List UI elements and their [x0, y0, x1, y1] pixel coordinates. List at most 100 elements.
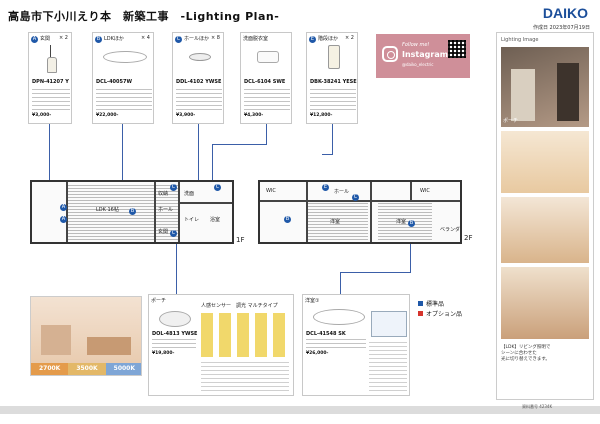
room-western-2: 洋室	[396, 219, 407, 225]
fixture-location: 階段ほか	[318, 36, 339, 42]
connector-line	[198, 124, 199, 184]
color-temp-5000k: 5000K	[105, 363, 141, 375]
spec-lines	[369, 341, 407, 391]
porch-light-icon	[159, 311, 191, 327]
fixture-letter: E	[309, 36, 316, 43]
photo-caption: ポーチ	[503, 118, 519, 124]
legend-square-icon	[418, 301, 423, 306]
fixture-letter: C	[175, 36, 182, 43]
fixture-desc-lines	[96, 86, 152, 110]
fixture-price: ¥26,000-	[306, 351, 329, 356]
card-header: 洗面脱衣室	[243, 35, 268, 42]
feature-heading: 人感センサー 調光 マルチタイプ	[201, 303, 278, 309]
dining-photo	[501, 267, 589, 339]
wall	[370, 182, 372, 242]
fixture-location: LDKほか	[104, 36, 124, 42]
connector-line	[340, 272, 411, 273]
fixture-marker-c[interactable]: C	[214, 184, 221, 191]
fixture-desc-lines	[152, 338, 196, 348]
fixture-marker-b[interactable]: B	[129, 208, 136, 215]
fixture-marker-c[interactable]: C	[170, 184, 177, 191]
connector-line	[212, 144, 213, 184]
connector-line	[212, 144, 267, 145]
wall	[178, 182, 180, 242]
room-floor-right	[378, 202, 432, 240]
legend-option: オプション品	[418, 310, 462, 320]
room-storage: 収納	[158, 191, 169, 197]
connector-line	[49, 124, 50, 180]
fixture-marker-a[interactable]: A	[60, 204, 67, 211]
fixture-marker-c[interactable]: C	[352, 194, 359, 201]
fixture-marker-a[interactable]: A	[60, 216, 67, 223]
fixture-price: ¥22,000-	[96, 113, 119, 118]
spec-lines	[201, 361, 289, 391]
floor-plan-1f: LDK 16帖 収納 洗面 浴室 トイレ ホール 玄関 A A B C C C	[30, 180, 234, 244]
fixture-count: × 2	[345, 35, 354, 41]
fixture-marker-b[interactable]: B	[284, 216, 291, 223]
fixture-model: DCL-40057W	[96, 79, 132, 85]
fixture-model: DOL-4813 YWSE	[152, 331, 198, 337]
instagram-name: Instagram	[402, 50, 449, 59]
fixture-model: DCL-41548 SK	[306, 331, 346, 337]
fixture-price: ¥3,900-	[176, 113, 196, 118]
ldk-floor	[68, 184, 178, 240]
fixture-marker-b[interactable]: B	[408, 220, 415, 227]
wall	[260, 200, 460, 202]
connector-line	[266, 124, 267, 144]
fixture-card-d: 洗面脱衣室 DCL-6104 SWE ¥4,300-	[240, 32, 292, 124]
remote-icon	[371, 311, 407, 337]
fixture-model: DBK-38241 YESE	[310, 79, 357, 85]
footer-bar	[0, 406, 600, 414]
instagram-banner[interactable]: Follow me! Instagram @daiko_electric	[376, 34, 470, 78]
fixture-location: 玄関	[40, 36, 51, 42]
fixture-price: ¥4,300-	[244, 113, 264, 118]
page-title: 高島市下小川えり本 新築工事 -Lighting Plan-	[8, 10, 280, 23]
pendant-lamp-icon	[45, 45, 57, 75]
ceiling-lamp-icon	[255, 47, 279, 65]
room-entrance: 玄関	[158, 229, 169, 235]
room-toilet: トイレ	[184, 217, 200, 223]
fixture-count: × 4	[141, 35, 150, 41]
fixture-card-western: 洋室① DCL-41548 SK ¥26,000-	[302, 294, 410, 396]
connector-line	[340, 272, 341, 300]
room-hall: ホール	[334, 189, 350, 195]
connector-line	[410, 222, 411, 272]
fixture-location: ホールほか	[184, 36, 210, 42]
feature-icon-grid	[201, 313, 289, 357]
ceiling-light-icon	[313, 309, 365, 325]
floor-label-1f: 1F	[236, 236, 245, 244]
fixture-model: DCL-6104 SWE	[244, 79, 286, 85]
room-balcony: ベランダ	[440, 227, 461, 233]
fixture-desc-lines	[176, 86, 222, 110]
fixture-count: × 2	[59, 35, 68, 41]
qr-code-icon	[448, 40, 466, 58]
fixture-model: DPN-41207 Y	[32, 79, 69, 85]
room-photo: 2700K 3500K 5000K	[30, 296, 142, 376]
room-wic-right: WIC	[420, 188, 430, 194]
fixture-marker-c[interactable]: C	[170, 230, 177, 237]
fixture-desc-lines	[306, 338, 366, 348]
fixture-price: ¥3,000-	[32, 113, 52, 118]
card-header: 洋室①	[305, 298, 320, 304]
downlight-icon	[189, 49, 211, 63]
room-western-1: 洋室	[330, 219, 341, 225]
wall	[180, 202, 232, 204]
creation-date: 作成日 2023年07月19日	[532, 25, 590, 31]
wall	[410, 182, 412, 202]
room-hall: ホール	[158, 207, 174, 213]
fixture-marker-e[interactable]: E	[322, 184, 329, 191]
fixture-model: DDL-4102 YWSE	[176, 79, 222, 85]
panel-title: Lighting Image	[501, 37, 539, 43]
color-temp-3500k: 3500K	[68, 363, 106, 375]
lighting-image-panel: Lighting Image ポーチ 【LDK】リビング照明で シーンに合わせた…	[496, 32, 594, 400]
wall	[154, 182, 156, 242]
color-temp-2700k: 2700K	[31, 363, 69, 375]
